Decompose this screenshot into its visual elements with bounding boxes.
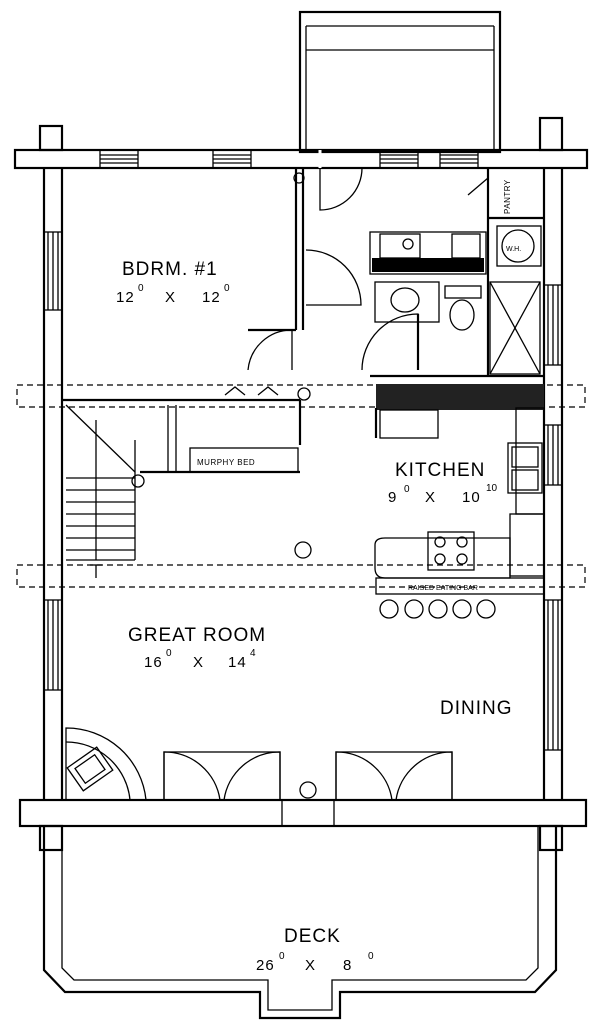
bedroom-walls [62, 168, 420, 445]
great-room-label: GREAT ROOM 16 0 X 14 4 [128, 625, 266, 671]
bedroom-width-in: 0 [138, 283, 144, 294]
great-room-width: 16 [144, 654, 163, 671]
bedroom-name: BDRM. #1 [122, 259, 218, 280]
bedroom-length: 12 [202, 289, 221, 306]
bottom-wall [18, 751, 588, 828]
bedroom-label: BDRM. #1 12 0 X 12 0 [116, 259, 230, 306]
dining-label: DINING [440, 698, 513, 719]
pantry-label: PANTRY [503, 179, 512, 214]
deck-length-in: 0 [368, 951, 374, 962]
top-wall [13, 148, 589, 211]
great-room-width-in: 0 [166, 648, 172, 659]
great-room-length-in: 4 [250, 648, 256, 659]
great-room-name: GREAT ROOM [128, 625, 266, 646]
deck [42, 826, 558, 1020]
bedroom-x: X [165, 289, 176, 306]
kitchen-x: X [425, 489, 436, 506]
right-wall [542, 168, 564, 800]
deck-width-in: 0 [279, 951, 285, 962]
kitchen-name: KITCHEN [395, 460, 485, 481]
top-bay [298, 10, 502, 154]
great-room-length: 14 [228, 654, 247, 671]
great-room-x: X [193, 654, 204, 671]
deck-length: 8 [343, 957, 352, 974]
deck-label: DECK 26 0 X 8 0 [256, 926, 374, 974]
fireplace [65, 727, 147, 801]
water-heater-label: W.H. [506, 246, 521, 253]
kitchen-length: 10 [462, 489, 481, 506]
deck-width: 26 [256, 957, 275, 974]
kitchen-length-in: 10 [486, 483, 498, 494]
bathroom [369, 231, 544, 378]
bedroom-length-in: 0 [224, 283, 230, 294]
kitchen-label: KITCHEN 9 0 X 10 10 [388, 460, 498, 506]
kitchen-width-in: 0 [404, 484, 410, 495]
log-corners [38, 116, 564, 852]
kitchen-width: 9 [388, 489, 397, 506]
deck-x: X [305, 957, 316, 974]
eating-bar-label: RAISED EATING BAR [408, 585, 478, 592]
murphy-bed [189, 447, 299, 473]
kitchen-counters [294, 384, 545, 619]
deck-name: DECK [284, 926, 341, 947]
bedroom-width: 12 [116, 289, 135, 306]
murphy-bed-label: MURPHY BED [197, 458, 255, 467]
stair [65, 404, 300, 578]
pantry-area [467, 168, 544, 375]
left-wall [42, 168, 64, 800]
